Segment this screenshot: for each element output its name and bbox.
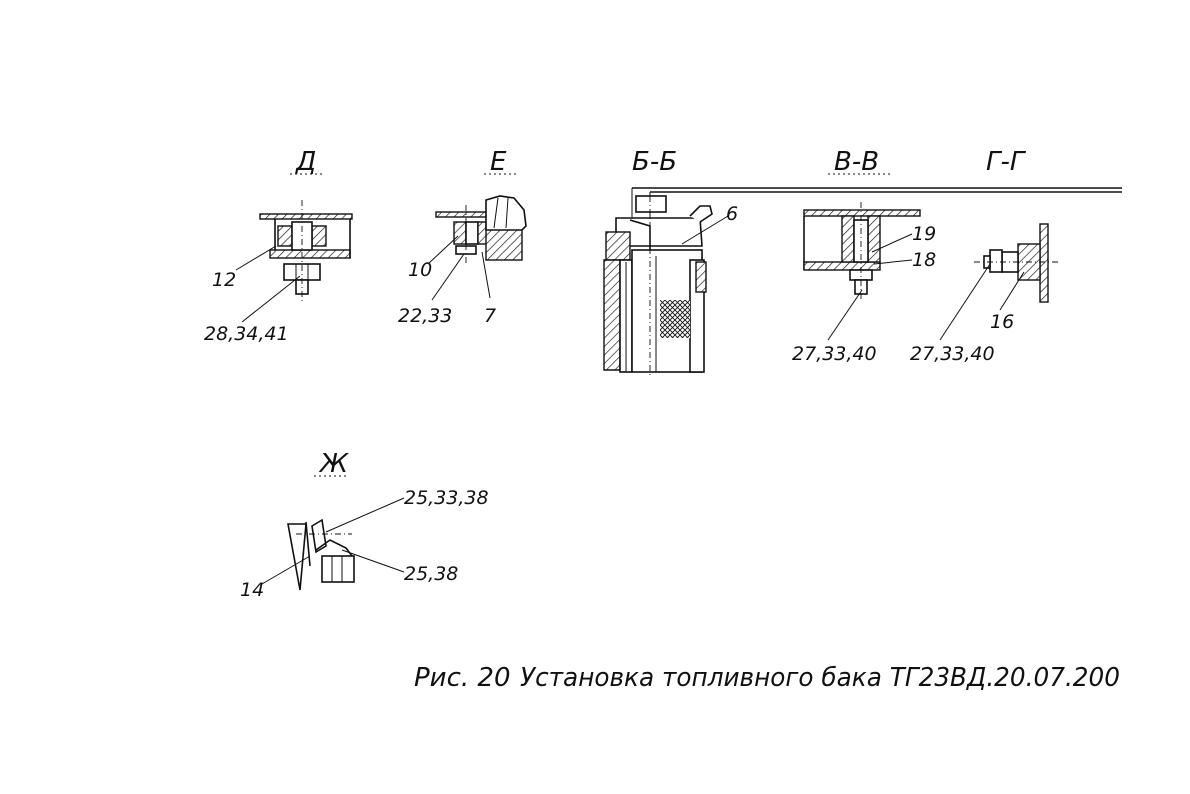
view-d-drawing	[259, 200, 353, 304]
leader-line	[871, 233, 913, 253]
leader-line	[431, 253, 465, 301]
view-zh-drawing	[287, 518, 355, 591]
callout-22-33: 22,33	[398, 305, 452, 327]
leader-line	[681, 215, 729, 245]
leader-line	[481, 251, 491, 299]
leader-line	[427, 235, 459, 265]
view-title-bb: Б-Б	[632, 147, 677, 177]
leader-line	[827, 289, 863, 341]
callout-28-34-41: 28,34,41	[204, 323, 289, 345]
figure-number: Рис. 20	[414, 663, 510, 693]
view-title-d: Д	[295, 147, 316, 177]
callout-12: 12	[212, 269, 236, 291]
view-vv-drawing	[803, 202, 921, 300]
leader-line	[999, 271, 1025, 311]
leader-line	[939, 263, 991, 341]
callout-18: 18	[912, 249, 936, 271]
view-gg-drawing	[974, 223, 1058, 303]
callout-14: 14	[240, 579, 264, 601]
view-e-drawing	[435, 195, 527, 264]
leader-line	[241, 275, 301, 323]
callout-25-38: 25,38	[404, 563, 458, 585]
figure-caption: Установка топливного бака ТГ23ВД.20.07.2…	[520, 663, 1120, 693]
view-title-zh: Ж	[318, 449, 349, 479]
callout-25-33-38: 25,33,38	[404, 487, 489, 509]
callout-27-33-40-vv: 27,33,40	[792, 343, 877, 365]
view-bb-drawing	[603, 187, 1122, 376]
view-title-gg: Г-Г	[986, 147, 1027, 177]
view-title-e: Е	[490, 147, 507, 177]
callout-16: 16	[990, 311, 1014, 333]
leader-line	[235, 245, 277, 271]
leader-line	[873, 259, 913, 265]
leader-line	[261, 555, 311, 585]
callout-10: 10	[408, 259, 432, 281]
view-title-vv: В-В	[834, 147, 879, 177]
callout-6: 6	[726, 203, 738, 225]
leader-line	[325, 497, 405, 533]
callout-19: 19	[912, 223, 936, 245]
leader-line	[341, 549, 405, 573]
callout-7: 7	[484, 305, 496, 327]
callout-27-33-40-gg: 27,33,40	[910, 343, 995, 365]
